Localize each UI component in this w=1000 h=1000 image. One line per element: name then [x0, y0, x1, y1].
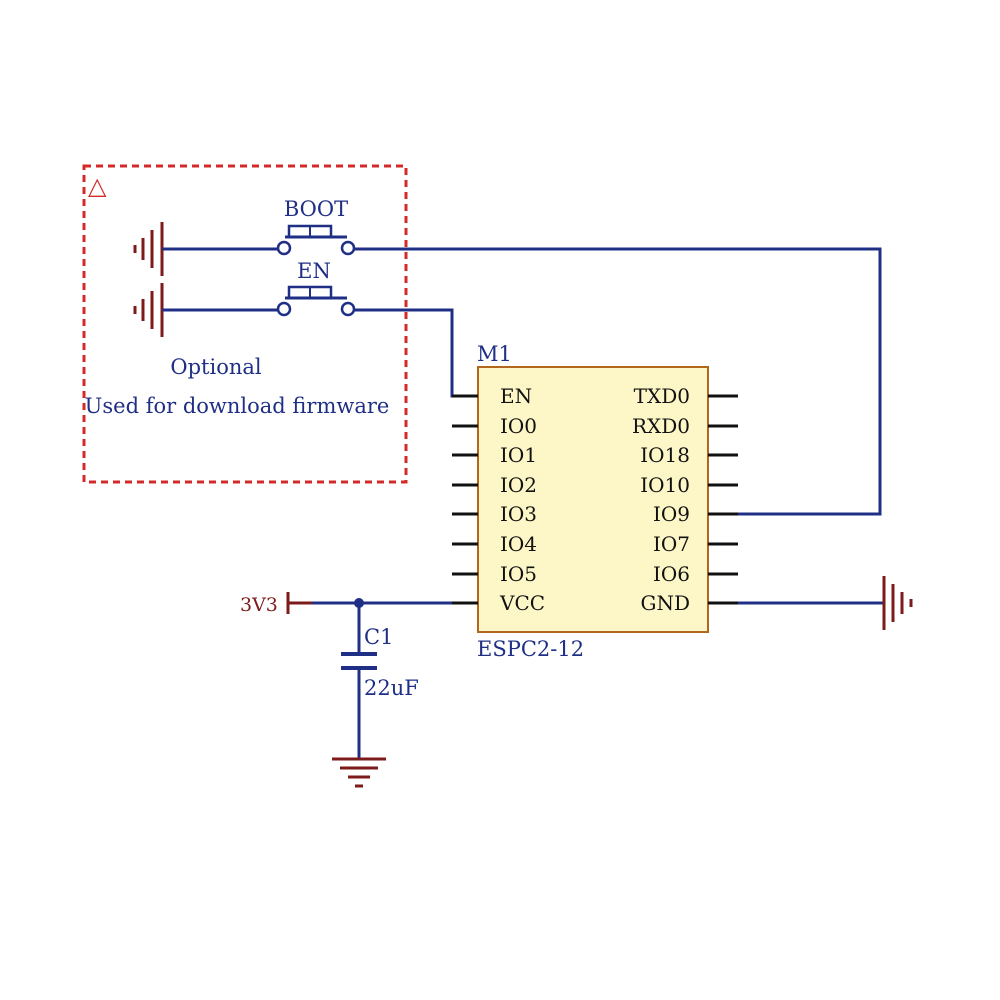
optional-note-line2: Used for download firmware — [85, 394, 390, 418]
pin-label-io6: IO6 — [653, 562, 690, 586]
pin-label-io1: IO1 — [500, 443, 537, 467]
left-pin-labels: EN IO0 IO1 IO2 IO3 IO4 IO5 VCC — [499, 384, 545, 615]
capacitor-designator: C1 — [364, 625, 393, 649]
right-pin-lines — [708, 394, 738, 605]
pin-label-io0: IO0 — [500, 414, 537, 438]
ground-icon-module — [882, 576, 913, 630]
pin-label-vcc: VCC — [499, 591, 545, 615]
pin-label-io4: IO4 — [500, 532, 537, 556]
pin-label-io2: IO2 — [500, 473, 537, 497]
boot-button: BOOT — [276, 197, 356, 256]
pin-label-gnd: GND — [640, 591, 690, 615]
module-designator: M1 — [477, 342, 512, 366]
pin-label-io18: IO18 — [640, 443, 690, 467]
module-body — [477, 366, 709, 633]
pin-label-io10: IO10 — [640, 473, 690, 497]
boot-button-label: BOOT — [284, 197, 348, 221]
junction-dot-icon — [354, 598, 364, 608]
pin-label-io5: IO5 — [500, 562, 537, 586]
ground-icon-boot — [133, 222, 164, 276]
push-button-icon — [276, 224, 356, 256]
pin-label-rxd0: RXD0 — [632, 414, 690, 438]
optional-dashed-border — [82, 164, 408, 484]
capacitor-value: 22uF — [364, 676, 419, 700]
left-pin-lines — [452, 394, 478, 605]
optional-marker-icon: △ — [88, 172, 107, 200]
push-button-icon — [276, 285, 356, 317]
capacitor-c1: C1 22uF — [341, 625, 419, 700]
en-button: EN — [276, 259, 356, 317]
en-button-label: EN — [297, 259, 331, 283]
module-m1: M1 ESPC2-12 EN IO0 IO1 IO2 IO3 IO4 IO5 V… — [452, 342, 738, 661]
pin-label-io9: IO9 — [653, 502, 690, 526]
right-pin-labels: TXD0 RXD0 IO18 IO10 IO9 IO7 IO6 GND — [632, 384, 690, 615]
ground-icon-en — [133, 283, 164, 337]
wires — [162, 247, 884, 758]
pin-label-io7: IO7 — [653, 532, 690, 556]
power-port-3v3: 3V3 — [240, 592, 312, 616]
pin-label-io3: IO3 — [500, 502, 537, 526]
pin-label-txd0: TXD0 — [634, 384, 690, 408]
optional-note-line1: Optional — [170, 355, 262, 379]
ground-icon-cap — [332, 757, 386, 788]
wire-en-en — [354, 308, 478, 398]
pin-label-en: EN — [500, 384, 532, 408]
module-part-name: ESPC2-12 — [477, 637, 584, 661]
power-label: 3V3 — [240, 594, 278, 616]
capacitor-icon — [341, 652, 377, 670]
power-port-icon — [286, 592, 312, 614]
wire-boot-io9 — [354, 247, 882, 516]
optional-block: △ Optional Used for download firmware — [82, 164, 408, 484]
